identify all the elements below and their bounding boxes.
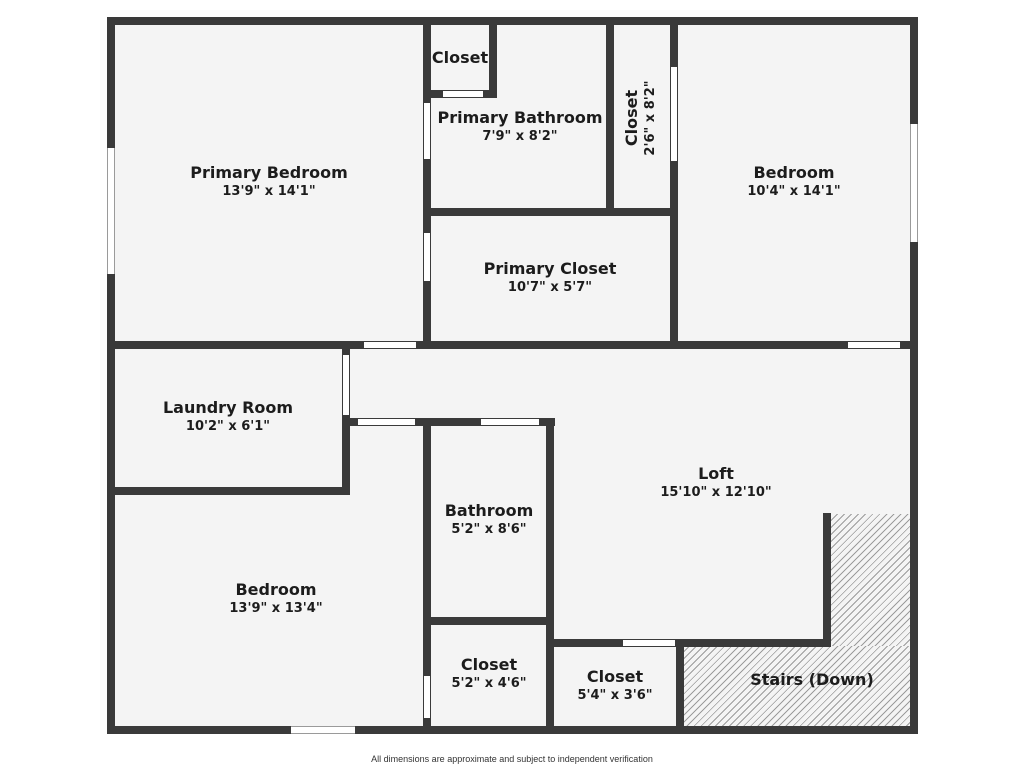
door-primary-bedroom	[364, 342, 416, 348]
room-label-bathroom: Bathroom 5'2" x 8'6"	[445, 501, 534, 539]
exterior-wall-bottom	[107, 726, 918, 734]
room-dimensions: 10'4" x 14'1"	[747, 184, 841, 199]
room-name: Bedroom	[235, 580, 317, 599]
wall-stairs-upper-west	[823, 513, 831, 647]
door-primary-bathroom	[424, 103, 430, 159]
door-closet	[443, 91, 483, 97]
stairs-area-lower	[683, 646, 911, 726]
wall-bathroom-east	[546, 418, 554, 734]
room-dimensions: 15'10" x 12'10"	[660, 485, 772, 500]
room-name: Closet	[460, 655, 518, 674]
room-label-closet-top: Closet	[432, 48, 488, 68]
window-bedroom-south	[291, 726, 355, 734]
room-dimensions: 5'2" x 8'6"	[451, 522, 527, 537]
room-name: Bathroom	[444, 501, 534, 520]
room-label-stairs: Stairs (Down)	[750, 670, 874, 690]
wall-bedroom-west	[670, 17, 678, 347]
room-label-primary-bathroom: Primary Bathroom 7'9" x 8'2"	[437, 108, 602, 146]
room-name: Primary Closet	[483, 259, 617, 278]
wall-upper-horizontal	[107, 341, 918, 349]
wall-closet-east	[489, 17, 497, 98]
room-label-bedroom-east: Bedroom 10'4" x 14'1"	[747, 163, 840, 201]
wall-primary-bedroom-east	[423, 17, 431, 347]
room-label-primary-bedroom: Primary Bedroom 13'9" x 14'1"	[190, 163, 348, 201]
room-name: Closet	[586, 667, 644, 686]
room-label-closet-lower-right: Closet 5'4" x 3'6"	[577, 667, 652, 705]
room-dimensions: 2'6" x 8'2"	[643, 80, 658, 156]
room-dimensions: 10'7" x 5'7"	[507, 280, 593, 295]
wall-bathroom-west	[423, 418, 431, 734]
disclaimer-text: All dimensions are approximate and subje…	[371, 754, 653, 764]
room-label-closet-lower-left: Closet 5'2" x 4'6"	[451, 655, 526, 693]
room-name: Stairs (Down)	[750, 670, 874, 689]
exterior-wall-right	[910, 17, 918, 734]
stairs-area-upper	[831, 514, 911, 646]
door-closet-lower-left	[424, 676, 430, 718]
room-name: Loft	[698, 464, 734, 483]
room-dimensions: 13'9" x 14'1"	[222, 184, 316, 199]
room-dimensions: 10'2" x 6'1"	[185, 419, 271, 434]
wall-hall-horizontal	[342, 418, 555, 426]
wall-loft-south	[546, 639, 831, 647]
exterior-wall-left	[107, 17, 115, 734]
door-narrow-closet	[671, 67, 677, 161]
room-name: Primary Bedroom	[190, 163, 348, 182]
room-name: Closet	[622, 89, 641, 147]
room-dimensions: 5'4" x 3'6"	[577, 688, 653, 703]
room-name: Laundry Room	[162, 398, 294, 417]
room-name: Closet	[431, 48, 489, 67]
wall-primary-closet-north	[423, 208, 678, 216]
room-dimensions: 13'9" x 13'4"	[229, 601, 323, 616]
wall-bath-closet	[606, 17, 614, 216]
window-primary-bedroom	[107, 148, 115, 274]
wall-stairs-west	[676, 639, 684, 734]
door-bedroom-east	[848, 342, 900, 348]
door-closet-lower-right	[623, 640, 675, 646]
door-bedroom-lower	[358, 419, 415, 425]
door-laundry	[343, 355, 349, 415]
room-label-loft: Loft 15'10" x 12'10"	[660, 464, 771, 502]
room-label-bedroom-lower: Bedroom 13'9" x 13'4"	[229, 580, 322, 618]
room-dimensions: 7'9" x 8'2"	[482, 129, 558, 144]
floor-area	[107, 17, 918, 733]
room-label-primary-closet: Primary Closet 10'7" x 5'7"	[484, 259, 617, 297]
exterior-wall-top	[107, 17, 918, 25]
room-name: Primary Bathroom	[437, 108, 603, 127]
door-bathroom	[481, 419, 539, 425]
wall-laundry-south	[107, 487, 350, 495]
window-bedroom-east	[910, 124, 918, 242]
room-label-closet-narrow: Closet 2'6" x 8'2"	[622, 80, 660, 155]
door-primary-closet	[424, 233, 430, 281]
room-name: Bedroom	[753, 163, 835, 182]
wall-bathroom-south	[423, 617, 554, 625]
room-dimensions: 5'2" x 4'6"	[451, 676, 527, 691]
room-label-laundry: Laundry Room 10'2" x 6'1"	[163, 398, 293, 436]
